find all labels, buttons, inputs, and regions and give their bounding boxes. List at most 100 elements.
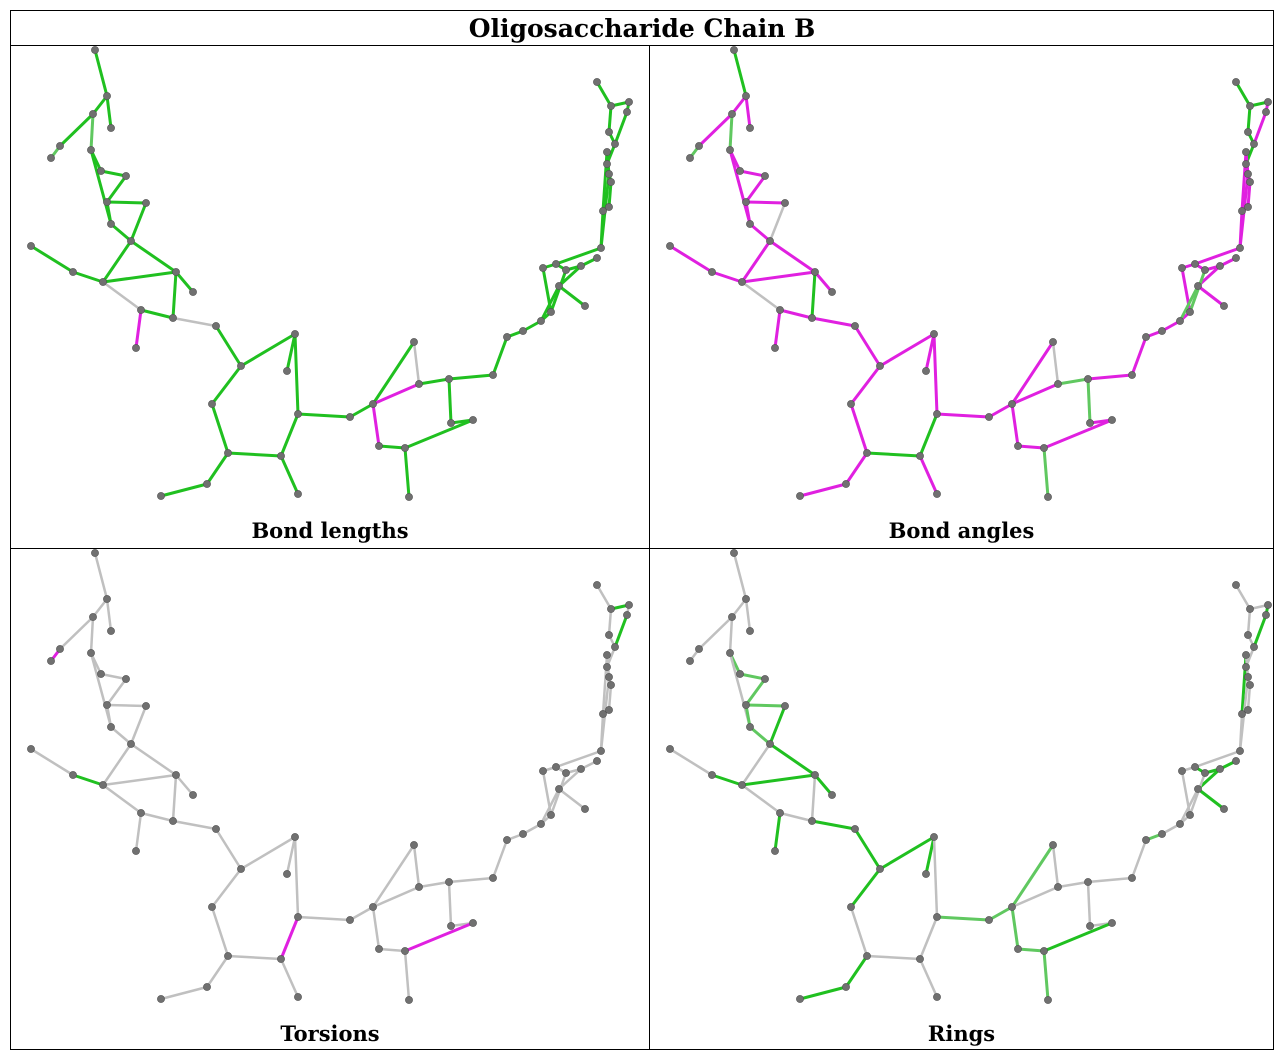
bond bbox=[403, 949, 411, 1002]
atom bbox=[746, 124, 754, 132]
bond bbox=[744, 200, 787, 205]
atom bbox=[847, 903, 855, 911]
bond bbox=[1234, 80, 1252, 108]
atom bbox=[291, 833, 299, 841]
bond bbox=[129, 239, 178, 274]
atom bbox=[283, 870, 291, 878]
atom bbox=[56, 142, 64, 150]
bond bbox=[1010, 382, 1060, 406]
atom bbox=[1086, 922, 1094, 930]
bond bbox=[744, 703, 787, 708]
atom bbox=[581, 302, 589, 310]
bond bbox=[1010, 843, 1055, 909]
bond bbox=[417, 880, 451, 889]
bond bbox=[134, 811, 143, 853]
bond bbox=[109, 725, 133, 746]
atom bbox=[157, 492, 165, 500]
atom bbox=[237, 362, 245, 370]
atom bbox=[695, 645, 703, 653]
atom bbox=[489, 371, 497, 379]
atom bbox=[1178, 767, 1186, 775]
atom bbox=[401, 947, 409, 955]
bond bbox=[1010, 340, 1055, 406]
atom bbox=[1191, 260, 1199, 268]
bond bbox=[607, 607, 613, 637]
bond bbox=[768, 704, 787, 746]
bond bbox=[159, 985, 209, 1001]
atom bbox=[593, 78, 601, 86]
atom bbox=[1201, 266, 1209, 274]
atom bbox=[555, 282, 563, 290]
atom bbox=[137, 809, 145, 817]
bond bbox=[778, 308, 814, 320]
bond bbox=[878, 332, 936, 368]
atom bbox=[89, 110, 97, 118]
bond bbox=[1086, 876, 1134, 884]
atom bbox=[203, 983, 211, 991]
bond bbox=[1051, 340, 1060, 386]
atom bbox=[562, 769, 570, 777]
atom bbox=[811, 771, 819, 779]
atom bbox=[730, 46, 738, 54]
atom bbox=[294, 993, 302, 1001]
atom bbox=[503, 836, 511, 844]
atom bbox=[933, 490, 941, 498]
atom bbox=[796, 995, 804, 1003]
bond bbox=[813, 773, 834, 797]
bond bbox=[844, 451, 869, 486]
atom bbox=[1086, 419, 1094, 427]
atom bbox=[597, 244, 605, 252]
bond bbox=[348, 905, 375, 922]
atom bbox=[1201, 769, 1209, 777]
bond bbox=[93, 551, 109, 601]
bond bbox=[710, 270, 744, 284]
atom bbox=[623, 108, 631, 116]
atom bbox=[607, 178, 615, 186]
atom bbox=[1054, 883, 1062, 891]
atom bbox=[808, 314, 816, 322]
atom bbox=[122, 172, 130, 180]
bond bbox=[99, 672, 128, 681]
atom bbox=[1216, 765, 1224, 773]
atom bbox=[91, 549, 99, 557]
bond bbox=[171, 819, 218, 831]
bond bbox=[1178, 787, 1200, 826]
atom bbox=[666, 745, 674, 753]
atom bbox=[1246, 178, 1254, 186]
bond bbox=[668, 244, 714, 274]
bond bbox=[1010, 885, 1060, 909]
bond bbox=[1193, 246, 1242, 266]
atom bbox=[599, 207, 607, 215]
atom bbox=[277, 955, 285, 963]
atom bbox=[1142, 333, 1150, 341]
bond bbox=[109, 222, 133, 243]
atom bbox=[1014, 945, 1022, 953]
bond bbox=[1234, 583, 1252, 611]
atom bbox=[107, 627, 115, 635]
atom bbox=[107, 723, 115, 731]
atom bbox=[1186, 811, 1194, 819]
bond bbox=[1246, 180, 1252, 209]
bond bbox=[732, 48, 748, 98]
atom bbox=[142, 199, 150, 207]
atom bbox=[169, 817, 177, 825]
atom bbox=[283, 367, 291, 375]
bond bbox=[1010, 905, 1020, 951]
atom bbox=[686, 657, 694, 665]
atom bbox=[375, 442, 383, 450]
atom bbox=[562, 266, 570, 274]
atom bbox=[294, 410, 302, 418]
bond bbox=[1016, 947, 1046, 953]
bond bbox=[849, 905, 869, 958]
bond bbox=[744, 174, 767, 204]
atom bbox=[828, 791, 836, 799]
bond bbox=[417, 377, 451, 386]
atom bbox=[607, 605, 615, 613]
bond bbox=[171, 316, 218, 328]
bond bbox=[768, 239, 817, 274]
atom bbox=[1220, 805, 1228, 813]
bond bbox=[740, 773, 817, 787]
bond bbox=[214, 827, 243, 871]
bond bbox=[728, 615, 734, 655]
atom bbox=[736, 167, 744, 175]
